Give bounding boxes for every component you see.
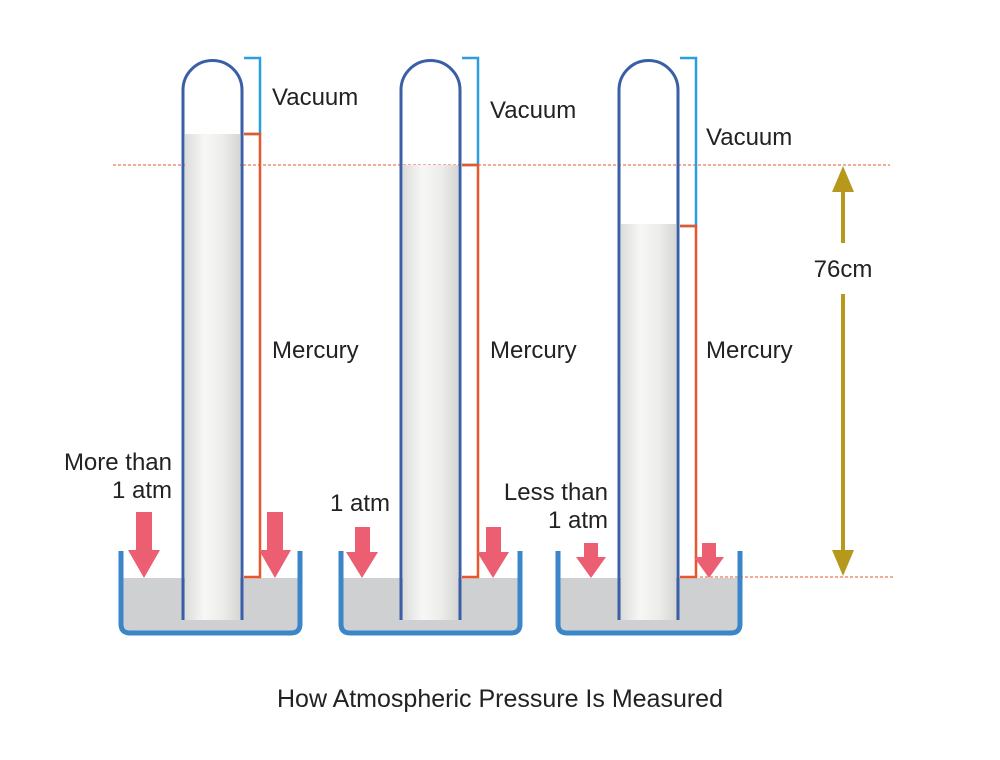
pressure-label-line-1: 1 atm: [330, 490, 390, 517]
barometer-2: Vacuum Mercury 1 atm: [330, 56, 577, 636]
mercury-column: [621, 224, 676, 620]
dish: [338, 551, 523, 636]
glass-tube: [399, 59, 462, 620]
mercury-label: Mercury: [706, 337, 793, 364]
vacuum-label: Vacuum: [272, 84, 358, 111]
height-arrow-down-head: [832, 550, 854, 576]
pressure-arrow-left: [576, 543, 606, 578]
mercury-column: [185, 134, 240, 620]
pressure-arrow-left: [128, 512, 160, 578]
pressure-arrow-left: [346, 527, 378, 578]
dish: [555, 551, 743, 636]
pressure-label-line-1: Less than: [504, 479, 608, 506]
pressure-label-line-2: 1 atm: [112, 477, 172, 504]
pressure-label-line-2: 1 atm: [548, 507, 608, 534]
height-arrow-up-head: [832, 166, 854, 192]
vacuum-label: Vacuum: [490, 97, 576, 124]
barometer-3: Vacuum Mercury Less than 1 atm: [504, 56, 793, 636]
vacuum-label: Vacuum: [706, 124, 792, 151]
dish: [118, 551, 303, 636]
diagram-title: How Atmospheric Pressure Is Measured: [277, 685, 723, 713]
glass-tube: [181, 59, 244, 620]
mercury-bracket: [244, 132, 262, 579]
vacuum-bracket: [244, 56, 262, 136]
height-indicator: 76cm: [814, 166, 873, 576]
mercury-bracket: [462, 163, 480, 579]
pressure-label-line-1: More than: [64, 449, 172, 476]
pressure-arrow-right: [477, 527, 509, 578]
vacuum-bracket: [680, 56, 698, 228]
mercury-label: Mercury: [490, 337, 577, 364]
mercury-bracket: [680, 224, 698, 579]
mercury-label: Mercury: [272, 337, 359, 364]
pressure-arrow-right: [259, 512, 291, 578]
barometer-1: Vacuum Mercury More than 1 atm: [64, 56, 359, 636]
mercury-column: [403, 165, 458, 620]
height-label: 76cm: [814, 256, 873, 283]
vacuum-bracket: [462, 56, 480, 167]
pressure-arrow-right: [694, 543, 724, 578]
glass-tube: [617, 59, 680, 620]
